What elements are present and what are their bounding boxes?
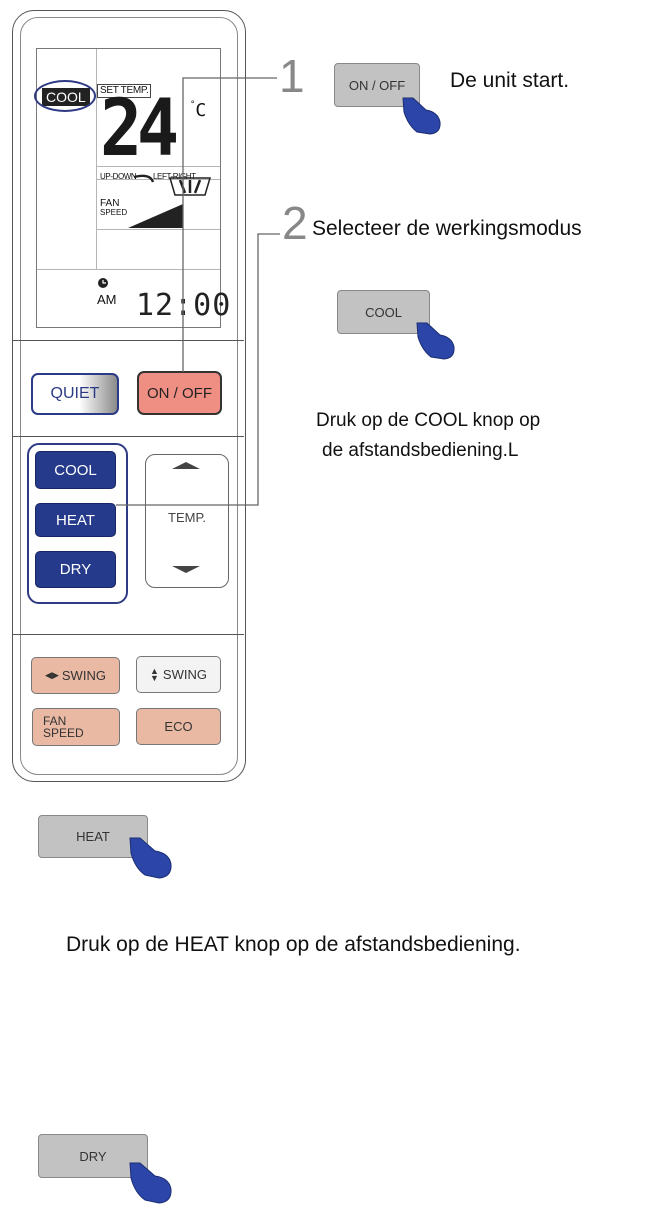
remote-separator — [13, 340, 244, 341]
swing-lr-button[interactable]: ◀▶ SWING — [31, 657, 120, 694]
lcd-divider — [96, 179, 220, 180]
pointing-hand-icon — [416, 322, 455, 360]
quiet-button[interactable]: QUIET — [31, 373, 119, 415]
mode-button-group — [27, 443, 128, 604]
temp-label: TEMP. — [168, 510, 207, 525]
leftright-label: LEFT-RIGHT — [153, 172, 196, 181]
callout-line-2 — [116, 233, 280, 506]
fan-speed-line1: FAN — [43, 714, 67, 728]
heat-button[interactable]: HEAT — [35, 503, 116, 537]
lcd-divider — [96, 229, 220, 230]
swing-lr-icon: ◀▶ — [45, 670, 59, 680]
cool-button[interactable]: COOL — [35, 451, 116, 489]
dry-button[interactable]: DRY — [35, 551, 116, 588]
step-2-number: 2 — [282, 197, 308, 249]
swing-ud-button[interactable]: ▲▼ SWING — [136, 656, 221, 693]
remote-separator — [13, 436, 244, 437]
set-temp-label: SET TEMP. — [97, 84, 152, 98]
onoff-button[interactable]: ON / OFF — [137, 371, 222, 415]
down-arrow-icon — [172, 566, 200, 573]
clock-icon — [98, 278, 108, 288]
updown-label: UP-DOWN — [100, 172, 137, 181]
fan-speed-button[interactable]: FAN SPEED — [32, 708, 120, 746]
heat-instruction: Druk op de HEAT knop op de afstandsbedie… — [66, 933, 521, 956]
dry-demo-button: DRY — [38, 1134, 148, 1178]
cool-demo-button: COOL — [337, 290, 430, 334]
fan-label-line: FAN — [100, 198, 120, 209]
cool-instruction-line2: de afstandsbediening.L — [322, 440, 519, 461]
lcd-divider — [96, 49, 97, 269]
pointing-hand-icon — [129, 837, 172, 879]
louver-icon — [168, 177, 212, 196]
lcd-divider — [37, 269, 220, 270]
step-1-text: De unit start. — [450, 69, 570, 92]
step-2-text: Selecteer de werkingsmodus — [312, 217, 582, 240]
temperature-readout: 24 — [100, 84, 179, 174]
fan-bars-icon — [128, 204, 183, 228]
remote-inner-border — [20, 17, 238, 775]
swing-ud-icon: ▲▼ — [150, 665, 159, 683]
swing-ud-label: SWING — [162, 667, 207, 682]
temperature-unit: °C — [190, 100, 207, 121]
fan-speed-label: FAN SPEED — [100, 198, 128, 218]
mode-highlight-ring — [34, 80, 96, 112]
pointing-hand-icon — [129, 1162, 172, 1204]
am-label: AM — [97, 292, 117, 307]
heat-demo-button: HEAT — [38, 815, 148, 858]
speed-label-line: SPEED — [100, 208, 128, 217]
step-1-number: 1 — [279, 50, 305, 102]
eco-button[interactable]: ECO — [136, 708, 221, 745]
lcd-divider — [96, 166, 220, 167]
cool-instruction-line1: Druk op de COOL knop op — [316, 410, 541, 431]
swing-lr-label: SWING — [61, 668, 106, 683]
up-arrow-icon — [172, 462, 200, 469]
updown-swing-icon — [133, 174, 155, 183]
fan-speed-line2: SPEED — [43, 726, 84, 740]
temp-rocker-button[interactable] — [145, 454, 229, 588]
callout-line-1 — [182, 77, 277, 372]
pointing-hand-icon — [402, 97, 441, 135]
remote-separator — [13, 634, 244, 635]
